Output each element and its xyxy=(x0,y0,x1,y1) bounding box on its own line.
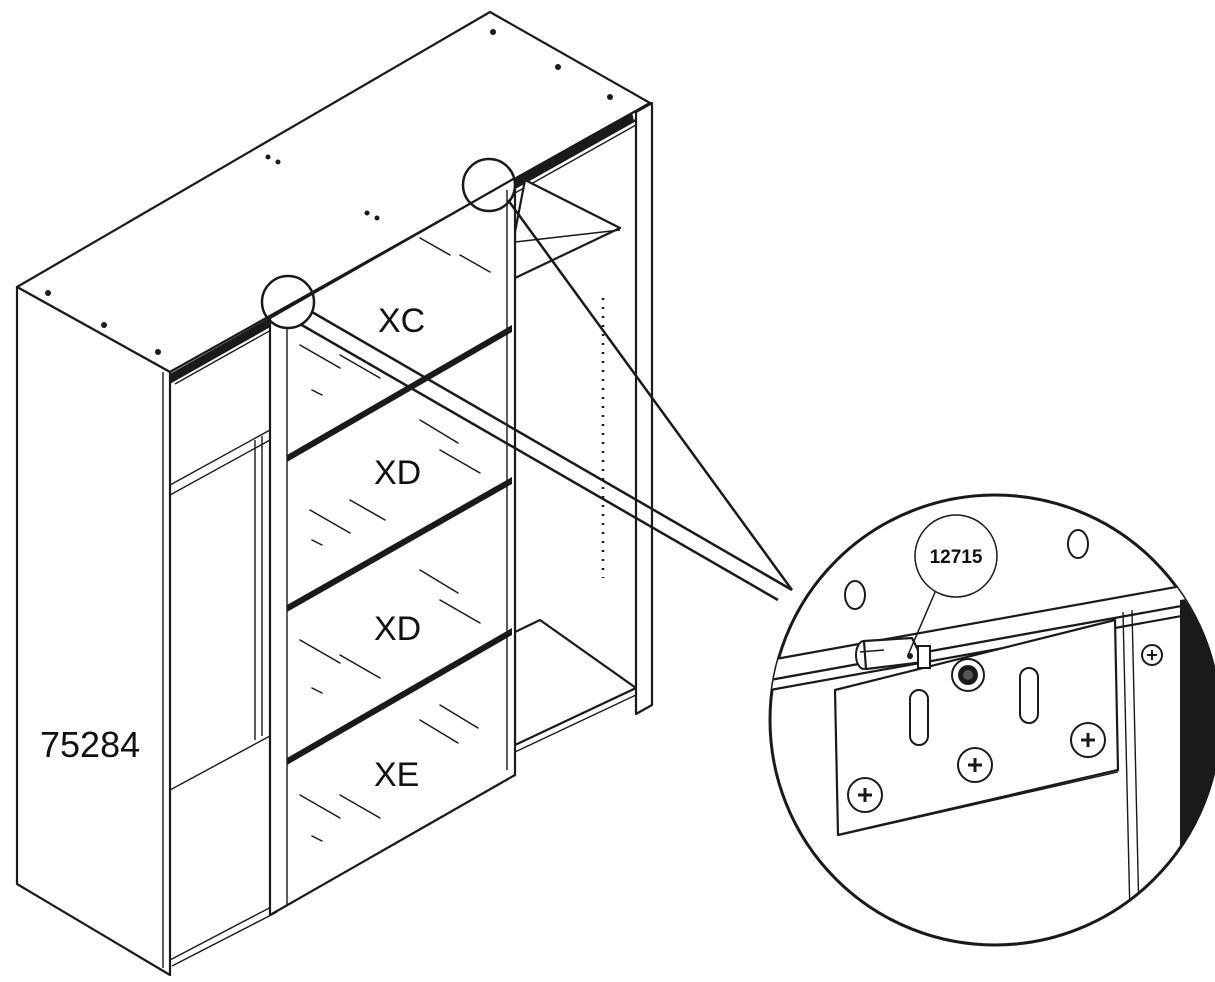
panel-label-3: XD xyxy=(374,610,421,648)
panel-label-1: XC xyxy=(378,302,425,340)
lower-shelf xyxy=(513,618,638,747)
panel-hatching xyxy=(299,237,491,842)
magnifier-lines xyxy=(260,157,794,602)
panel-label-4: XE xyxy=(374,756,419,794)
part-callout-bubble xyxy=(914,514,998,598)
detail-view: 12715 xyxy=(768,493,1215,947)
top-holes xyxy=(45,29,613,355)
upper-shelf xyxy=(513,178,622,280)
sliding-door: XC XD XD XE xyxy=(268,176,517,917)
right-side-panel xyxy=(634,101,654,716)
mounting-plate xyxy=(833,618,1120,837)
callout-part-code: 12715 xyxy=(930,547,983,568)
callout-circle-right xyxy=(461,157,517,213)
wardrobe-part-code: 75284 xyxy=(40,724,140,765)
left-side-panel xyxy=(15,285,172,977)
callout-circle-left xyxy=(260,274,316,330)
panel-label-2: XD xyxy=(374,454,421,492)
screws xyxy=(847,644,1163,813)
door-stopper xyxy=(855,636,985,692)
